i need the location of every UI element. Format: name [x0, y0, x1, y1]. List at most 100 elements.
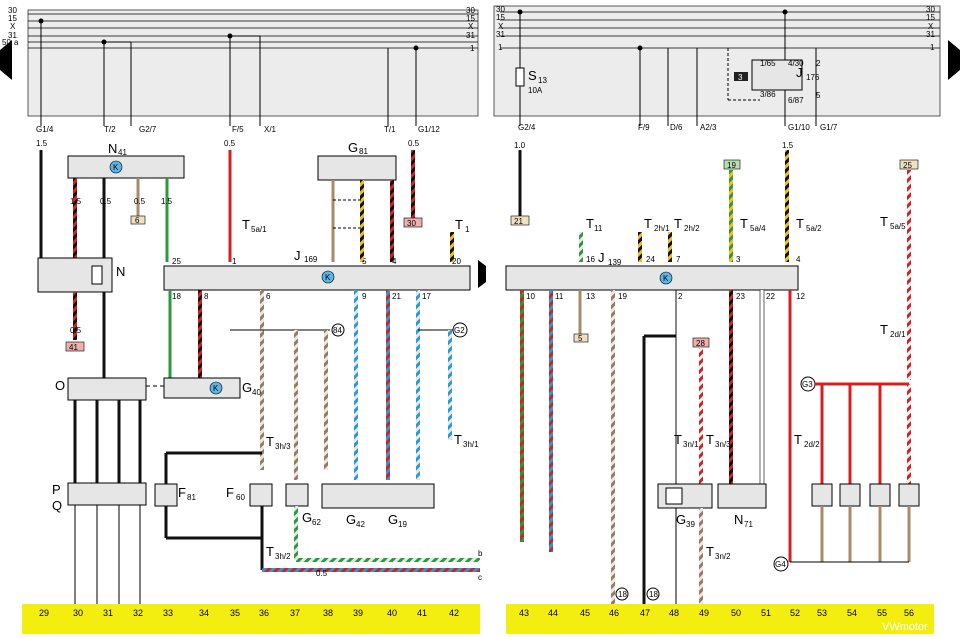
k-symbol: K: [325, 273, 331, 282]
pin: 13: [586, 292, 595, 301]
t11-sub: 11: [594, 224, 603, 233]
page-continuation-arrow: [0, 40, 12, 80]
t5a2-label: T: [796, 216, 804, 231]
ref-19: 19: [727, 161, 736, 170]
t3n2-sub: 3n/2: [715, 552, 731, 561]
t5a1-label: T: [242, 217, 250, 232]
t3h2-label: T: [266, 544, 274, 559]
wire-size: 0.5: [100, 197, 112, 206]
left-bus: 30 15 X 31 50 a 30 15 X 31 1: [2, 6, 479, 117]
component-g39: G 39: [657, 483, 713, 604]
pin: 17: [422, 292, 431, 301]
g40-label: G: [242, 380, 252, 395]
grid-number: 53: [817, 608, 827, 618]
grid-number: 42: [449, 608, 459, 618]
t1-sub: 1: [465, 225, 470, 234]
grid-number: 56: [904, 608, 914, 618]
t1-label: T: [455, 217, 463, 232]
grid-number: 38: [323, 608, 333, 618]
t5a1-sub: 5a/1: [251, 225, 267, 234]
ref-21: 21: [514, 217, 523, 226]
grid-number: 54: [847, 608, 857, 618]
j176-sub: 176: [806, 73, 820, 82]
j139-label: J: [598, 250, 605, 265]
k-symbol: K: [663, 274, 669, 283]
g81-label: G: [348, 140, 358, 155]
side-c: c: [478, 573, 482, 582]
pin: 20: [452, 257, 461, 266]
grid-number: 35: [230, 608, 240, 618]
component-g62: G 62: [285, 483, 321, 560]
conn-x-1: X/1: [264, 125, 277, 134]
relay-pin: 5: [816, 91, 821, 100]
pin: 19: [618, 292, 627, 301]
wire-size: 0.5: [316, 569, 328, 578]
right-connector-row: G2/4 F/9 D/6 A2/3 G1/10 G1/7: [518, 123, 838, 132]
wire-size: 1.0: [514, 141, 526, 150]
j176-label: J: [796, 65, 803, 80]
bus-right-15: 15: [466, 14, 475, 23]
t2d2-sub: 2d/2: [804, 440, 820, 449]
circle-g4: G4: [775, 560, 786, 569]
t3n1-label: T: [674, 432, 682, 447]
t3n2-label: T: [706, 544, 714, 559]
t3h2-sub: 3h/2: [275, 552, 291, 561]
g42-label: G: [346, 512, 356, 527]
grid-number: 41: [417, 608, 427, 618]
f81-sub: 81: [187, 493, 196, 502]
bus-label-a: a: [14, 38, 19, 47]
bus-rr-31: 31: [926, 30, 935, 39]
pin: 16: [586, 255, 595, 264]
page-continuation-arrow-right: [948, 40, 960, 80]
ref-3: 3: [738, 73, 743, 82]
watermark: VWmotor: [882, 621, 928, 633]
k-symbol: K: [113, 163, 119, 172]
s13-sub: 13: [538, 76, 547, 85]
n-label: N: [116, 264, 125, 279]
n41-sub: 41: [118, 148, 127, 157]
j169-label: J: [294, 248, 301, 263]
bus-right-31: 31: [466, 31, 475, 40]
bus-label-50: 50: [2, 38, 11, 47]
bus-label-31: 31: [8, 31, 17, 40]
t2d1-label: T: [880, 322, 888, 337]
pin: 2: [678, 292, 683, 301]
g42-sub: 42: [356, 520, 365, 529]
g19-sub: 19: [398, 520, 407, 529]
component-g42-g19: G 42 G 19: [321, 483, 435, 529]
conn-d-6: D/6: [670, 123, 683, 132]
bus-rr-15: 15: [926, 13, 935, 22]
bus-r-1: 1: [498, 43, 503, 52]
bus-rr-x: X: [928, 22, 934, 31]
grid-number: 37: [290, 608, 300, 618]
pin: 25: [172, 257, 181, 266]
circle-g3: G3: [802, 380, 813, 389]
conn-t-1: T/1: [384, 125, 396, 134]
grid-number: 34: [199, 608, 209, 618]
g19-label: G: [388, 512, 398, 527]
pin: 1: [232, 257, 237, 266]
grid-number: 48: [669, 608, 679, 618]
bus-rr-1: 1: [930, 43, 935, 52]
component-g40: K G 40: [163, 377, 261, 399]
t3h1-sub: 3h/1: [463, 440, 479, 449]
conn-f-9: F/9: [638, 123, 650, 132]
pin: 4: [796, 255, 801, 264]
conn-g1-7: G1/7: [820, 123, 838, 132]
t3h1-label: T: [454, 432, 462, 447]
pin: 23: [736, 292, 745, 301]
bottom-strip-right: [506, 604, 934, 634]
relay-pin: 6/87: [788, 96, 804, 105]
left-connector-row: G1/4 T/2 G2/7 F/5 X/1 T/1 G1/12: [36, 125, 440, 134]
ref-30: 30: [407, 219, 416, 228]
component-j139: K J 139 16 24 7 3 4: [505, 250, 801, 291]
component-n41: K N 41 1.5 0.5 0.5 1.5 6: [67, 141, 185, 262]
t3n1-sub: 3n/1: [683, 440, 699, 449]
g39-label: G: [676, 512, 686, 527]
ref-25: 25: [903, 161, 912, 170]
f60-sub: 60: [236, 493, 245, 502]
conn-g1-4: G1/4: [36, 125, 54, 134]
component-pq: P Q: [52, 482, 147, 604]
g39-sub: 39: [686, 520, 695, 529]
conn-g2-7: G2/7: [139, 125, 157, 134]
